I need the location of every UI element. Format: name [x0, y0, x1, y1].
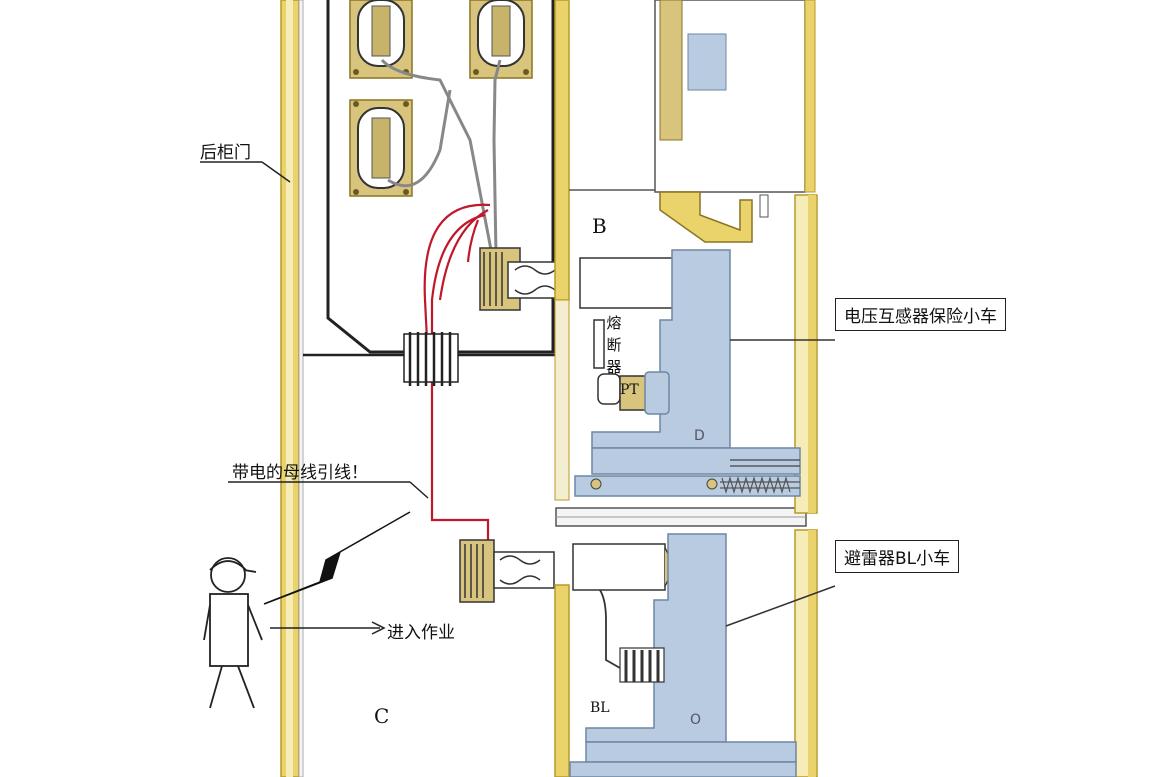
label-arrester-cart: 避雷器BL小车 — [835, 540, 960, 573]
label-fuse: 熔断器 — [606, 314, 622, 376]
label-bl: BL — [590, 700, 610, 716]
label-compartment-c: C — [374, 704, 390, 728]
arrester-cart — [569, 533, 836, 777]
upper-static-contact — [479, 247, 557, 311]
middle-partition — [554, 0, 807, 777]
label-o-mark: O — [690, 712, 702, 728]
right-outer-frame — [794, 194, 818, 777]
worker-figure — [203, 557, 263, 709]
rear-door-frame — [280, 0, 304, 777]
insulator-top-right — [469, 0, 533, 79]
leader-lines — [200, 161, 429, 635]
pt-cart — [574, 249, 835, 497]
label-pt: PT — [620, 382, 639, 398]
current-transformer-coil — [403, 332, 459, 386]
label-rear-door: 后柜门 — [200, 143, 251, 163]
insulator-top-left — [349, 0, 413, 79]
label-d-mark: D — [694, 428, 705, 444]
arc-discharge-bolt — [263, 511, 411, 605]
label-enter-work: 进入作业 — [387, 623, 455, 643]
upper-breaker-room — [654, 0, 816, 243]
insulator-mid-left — [349, 99, 413, 197]
label-vt-fuse-cart: 电压互感器保险小车 — [835, 298, 1006, 331]
lower-static-contact — [459, 539, 555, 603]
label-compartment-b: B — [592, 214, 607, 238]
bus-bars — [380, 58, 502, 256]
label-live-busbar: 带电的母线引线！ — [232, 463, 368, 483]
